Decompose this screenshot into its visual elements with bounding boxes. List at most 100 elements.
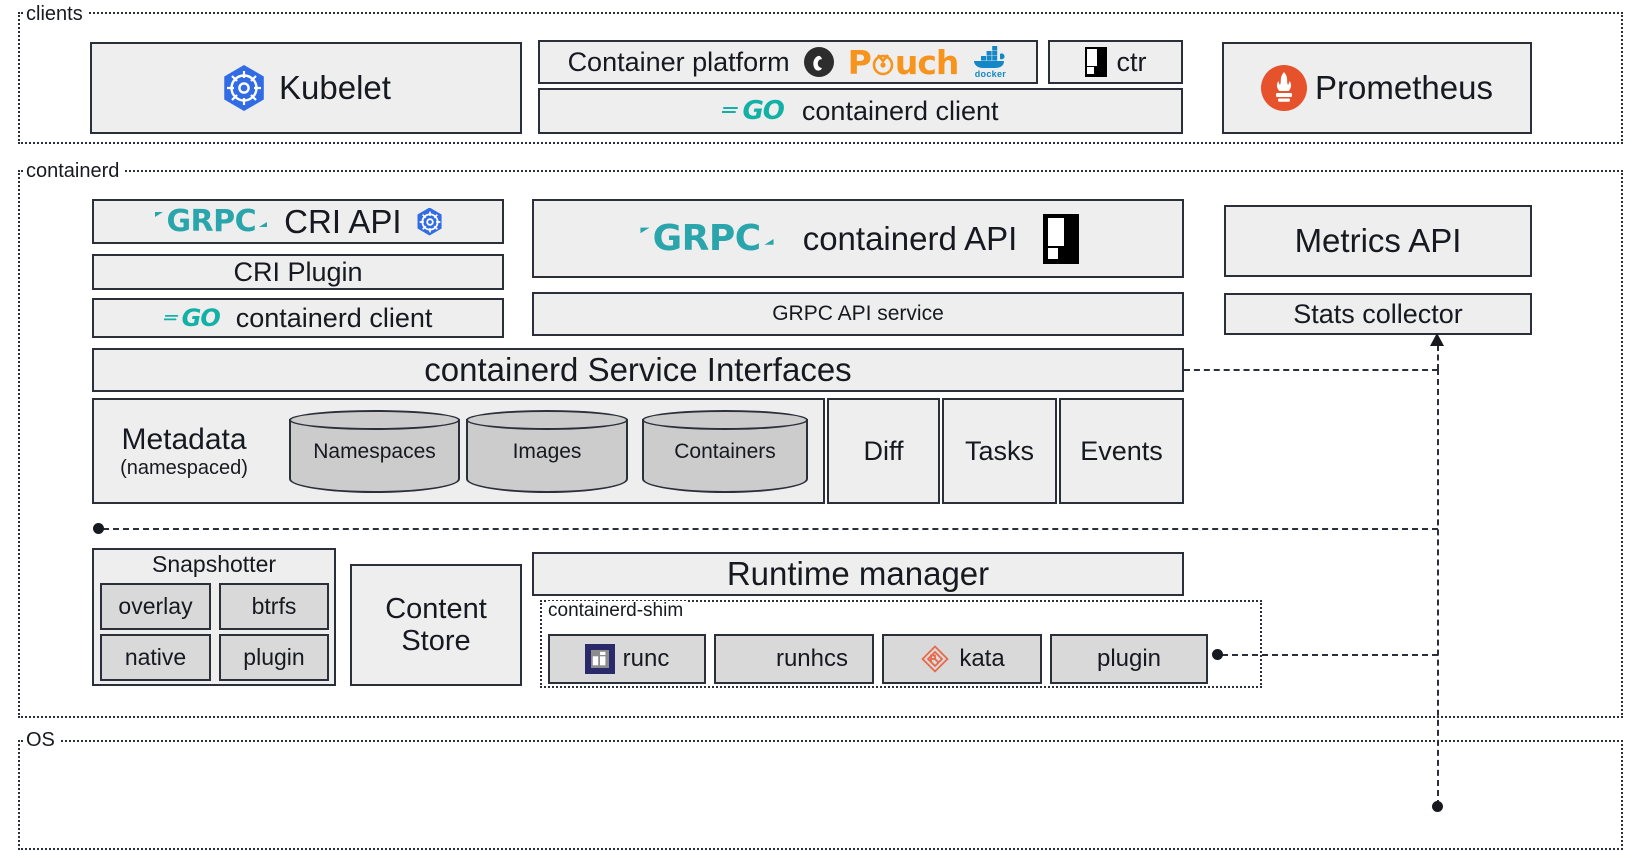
snapshotter-item-label: native bbox=[124, 644, 187, 670]
runc-inner bbox=[590, 650, 609, 668]
snapshotter-item-plugin[interactable]: plugin bbox=[219, 634, 329, 681]
connector-dot-os bbox=[1432, 801, 1443, 812]
store-cylinder-containers[interactable]: Containers bbox=[642, 410, 808, 493]
cylinder-body bbox=[642, 419, 808, 493]
connector-snapshotter-to-trunk bbox=[103, 528, 1438, 530]
metadata-title: Metadata bbox=[121, 423, 247, 456]
containerd-client-box[interactable]: GO containerd client bbox=[92, 298, 504, 338]
content-store-line2: Store bbox=[401, 625, 471, 657]
clients-zone bbox=[18, 12, 1623, 144]
containerd-shim-zone-label: containerd-shim bbox=[546, 601, 688, 621]
cri-plugin-label: CRI Plugin bbox=[233, 256, 363, 287]
stats-collector-box[interactable]: Stats collector bbox=[1224, 293, 1532, 335]
cylinder-body bbox=[289, 419, 460, 493]
runtime-runhcs-box[interactable]: runhcs bbox=[714, 634, 874, 684]
ctr-box[interactable]: ctr bbox=[1048, 40, 1183, 84]
cylinder-top bbox=[466, 410, 628, 430]
runtime-label: runhcs bbox=[775, 645, 849, 672]
cylinder-top bbox=[289, 410, 460, 430]
snapshotter-item-overlay[interactable]: overlay bbox=[100, 583, 211, 630]
client-containerd-client-label: containerd client bbox=[801, 95, 999, 126]
cri-plugin-box[interactable]: CRI Plugin bbox=[92, 254, 504, 290]
prometheus-box[interactable]: Prometheus bbox=[1222, 42, 1532, 134]
grpc-label: GRPC bbox=[652, 218, 762, 259]
containerd-api-label: containerd API bbox=[802, 219, 1018, 257]
metrics-api-label: Metrics API bbox=[1294, 222, 1462, 259]
runc-icon bbox=[584, 644, 615, 674]
os-zone bbox=[18, 740, 1623, 850]
grpc-api-service-label: GRPC API service bbox=[772, 302, 944, 325]
grpc-icon: GRPC bbox=[152, 204, 270, 239]
os-zone-label: OS bbox=[24, 730, 59, 750]
store-label: Containers bbox=[674, 439, 776, 463]
service-tasks-box[interactable]: Tasks bbox=[942, 398, 1057, 504]
runtime-label: runc bbox=[622, 645, 670, 672]
pouch-label2: uch bbox=[894, 42, 960, 82]
store-cylinder-namespaces[interactable]: Namespaces bbox=[289, 410, 460, 493]
go-label: GO bbox=[181, 304, 221, 332]
connector-dot-shim bbox=[1212, 649, 1223, 660]
containerd-client-label: containerd client bbox=[235, 302, 433, 333]
metrics-api-box[interactable]: Metrics API bbox=[1224, 205, 1532, 277]
grpc-api-service-box[interactable]: GRPC API service bbox=[532, 292, 1184, 336]
snapshotter-item-label: overlay bbox=[118, 593, 193, 619]
client-containerd-client-box[interactable]: GO containerd client bbox=[538, 88, 1183, 134]
cri-api-label: CRI API bbox=[284, 202, 402, 240]
runtime-plugin-box[interactable]: plugin bbox=[1050, 634, 1208, 684]
kubelet-label: Kubelet bbox=[279, 69, 391, 106]
service-interfaces-label: containerd Service Interfaces bbox=[424, 351, 852, 388]
connector-main-vertical-trunk bbox=[1437, 369, 1439, 806]
prometheus-icon bbox=[1261, 65, 1308, 111]
pouch-label: P bbox=[847, 42, 872, 82]
store-label: Images bbox=[512, 439, 582, 463]
snapshotter-item-btrfs[interactable]: btrfs bbox=[219, 583, 329, 630]
prometheus-label: Prometheus bbox=[1315, 69, 1493, 106]
runtime-label: plugin bbox=[1096, 645, 1162, 672]
kata-icon bbox=[919, 643, 951, 675]
kubelet-box[interactable]: Kubelet bbox=[90, 42, 522, 134]
cri-api-box[interactable]: GRPC CRI API bbox=[92, 199, 504, 244]
kubernetes-icon bbox=[224, 65, 264, 111]
service-label: Diff bbox=[863, 435, 904, 466]
service-interfaces-box[interactable]: containerd Service Interfaces bbox=[92, 348, 1184, 392]
grpc-icon: GRPC bbox=[637, 218, 777, 259]
microsoft-icon bbox=[740, 645, 768, 673]
content-store-box[interactable]: Content Store bbox=[350, 564, 522, 686]
go-icon: GO bbox=[722, 96, 785, 126]
stats-collector-label: Stats collector bbox=[1293, 298, 1463, 329]
containerd-zone bbox=[18, 170, 1623, 718]
connector-service-interfaces-to-stats bbox=[1184, 369, 1438, 371]
container-platform-box[interactable]: Container platform P uch bbox=[538, 40, 1038, 84]
service-events-box[interactable]: Events bbox=[1059, 398, 1184, 504]
service-diff-box[interactable]: Diff bbox=[827, 398, 940, 504]
containerd-zone-label: containerd bbox=[24, 161, 124, 181]
cri-o-icon bbox=[803, 47, 834, 77]
pouch-icon: P uch bbox=[847, 42, 960, 82]
container-platform-label: Container platform bbox=[567, 46, 790, 77]
store-label: Namespaces bbox=[313, 439, 436, 463]
grpc-label: GRPC bbox=[166, 204, 257, 239]
runtime-manager-box[interactable]: Runtime manager bbox=[532, 552, 1184, 596]
store-cylinder-images[interactable]: Images bbox=[466, 410, 628, 493]
connector-stats-vertical bbox=[1437, 345, 1439, 370]
connector-dot-snapshotter bbox=[93, 523, 104, 534]
containerd-icon bbox=[1043, 213, 1080, 264]
docker-label: docker bbox=[974, 69, 1007, 79]
runtime-label: kata bbox=[959, 645, 1005, 672]
service-label: Events bbox=[1080, 435, 1163, 466]
containerd-icon bbox=[1084, 47, 1107, 77]
content-store-line1: Content bbox=[385, 592, 487, 625]
kubernetes-icon bbox=[417, 207, 442, 236]
cylinder-body bbox=[466, 419, 628, 493]
runtime-manager-label: Runtime manager bbox=[726, 555, 990, 592]
docker-icon: docker bbox=[972, 45, 1008, 79]
runtime-kata-box[interactable]: kata bbox=[882, 634, 1042, 684]
snapshotter-item-label: plugin bbox=[243, 644, 305, 670]
metadata-subtitle: (namespaced) bbox=[120, 456, 248, 479]
runtime-runc-box[interactable]: runc bbox=[548, 634, 706, 684]
snapshotter-item-native[interactable]: native bbox=[100, 634, 211, 681]
snapshotter-item-label: btrfs bbox=[251, 593, 297, 619]
metadata-label-group: Metadata (namespaced) bbox=[96, 402, 272, 500]
containerd-api-box[interactable]: GRPC containerd API bbox=[532, 199, 1184, 278]
